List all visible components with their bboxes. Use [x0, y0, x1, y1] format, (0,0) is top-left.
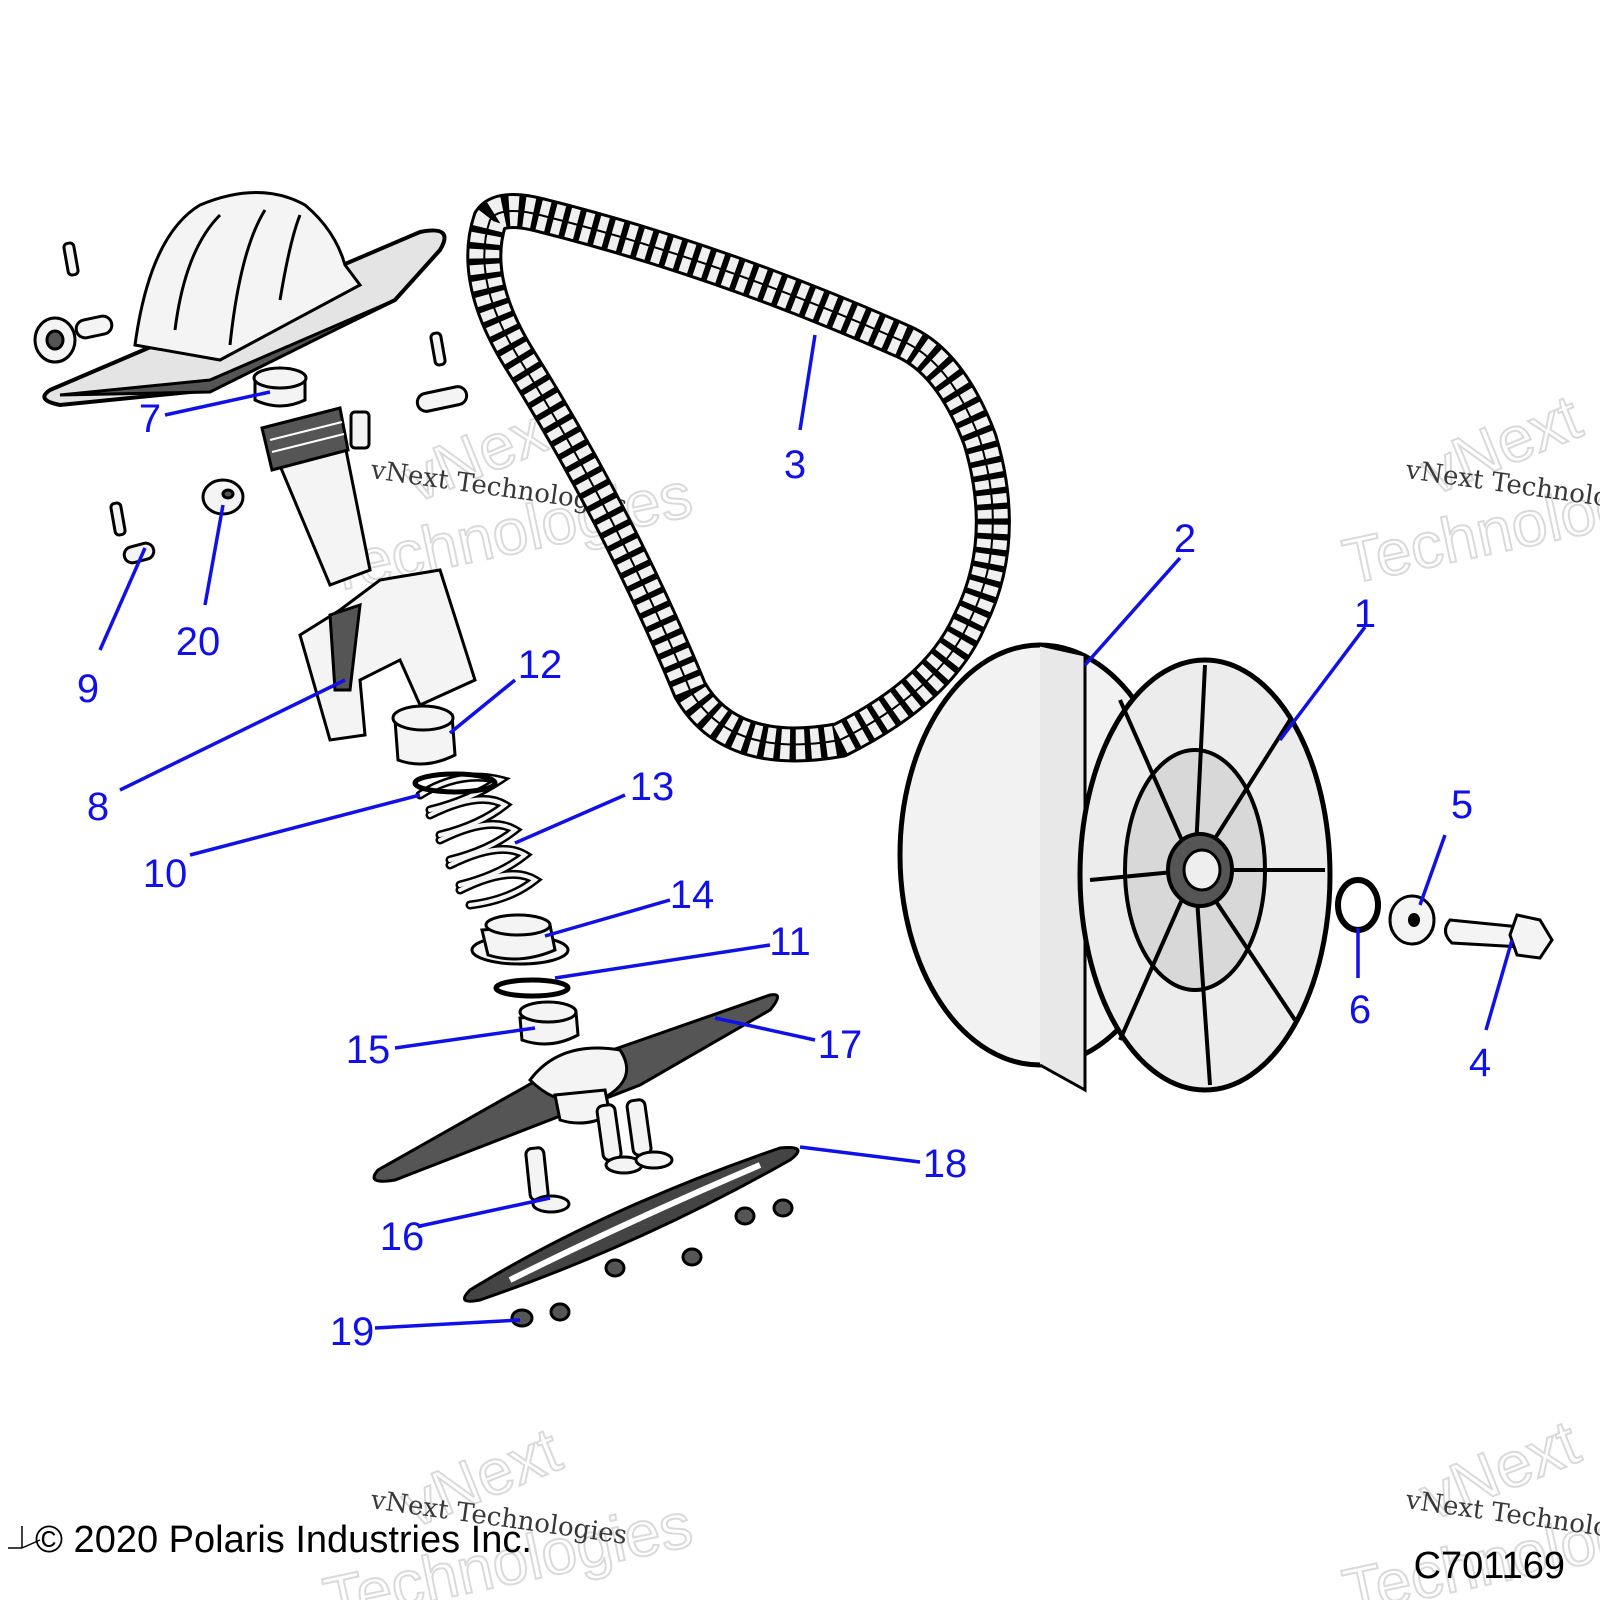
drive-belt-3 [466, 193, 1011, 763]
callout-7: 7 [139, 397, 161, 441]
driven-clutch-assembly [897, 642, 1333, 1093]
ring-11 [493, 977, 571, 999]
bushing-15 [518, 1000, 580, 1046]
screws-19 [510, 1198, 794, 1328]
callout-19: 19 [330, 1310, 375, 1354]
axis-triad-icon [8, 1526, 41, 1549]
fixed-sheave [42, 191, 447, 408]
callout-16: 16 [380, 1215, 425, 1259]
bushing-12 [391, 704, 457, 766]
bushing-7 [252, 366, 308, 408]
spring-13-inner [418, 775, 539, 907]
spider-8 [298, 568, 477, 742]
callout-2: 2 [1174, 517, 1196, 561]
callout-4: 4 [1469, 1041, 1491, 1085]
leader-lines [98, 334, 1514, 1330]
callout-13: 13 [630, 765, 675, 809]
callout-5: 5 [1451, 783, 1473, 827]
callout-8: 8 [87, 785, 109, 829]
callout-17: 17 [818, 1023, 863, 1067]
callout-9: 9 [77, 667, 99, 711]
spring-seat-14 [470, 913, 570, 966]
washer-5 [1388, 894, 1436, 946]
callout-18: 18 [923, 1142, 968, 1186]
callout-3: 3 [784, 443, 806, 487]
shaft [260, 406, 372, 587]
pin-set [33, 241, 469, 565]
moveable-sheave-17 [372, 993, 779, 1183]
ring-10 [412, 771, 498, 795]
ring-plate-18 [462, 1146, 800, 1303]
callout-14: 14 [670, 873, 715, 917]
callout-15: 15 [346, 1028, 391, 1072]
callout-12: 12 [518, 643, 563, 687]
callout-6: 6 [1349, 988, 1371, 1032]
diagram-code: C701169 [1414, 1545, 1565, 1587]
bolt-4 [1444, 913, 1554, 960]
bolts-16 [524, 1098, 674, 1214]
callout-10: 10 [143, 852, 188, 896]
callout-1: 1 [1354, 592, 1376, 636]
callout-labels: 1 2 3 4 5 6 7 8 9 10 11 12 13 14 15 16 1… [77, 397, 1491, 1354]
washer-6 [1335, 877, 1381, 933]
copyright-text: © 2020 Polaris Industries Inc. [35, 1519, 532, 1561]
callout-20: 20 [176, 620, 221, 664]
callout-11: 11 [769, 920, 811, 964]
